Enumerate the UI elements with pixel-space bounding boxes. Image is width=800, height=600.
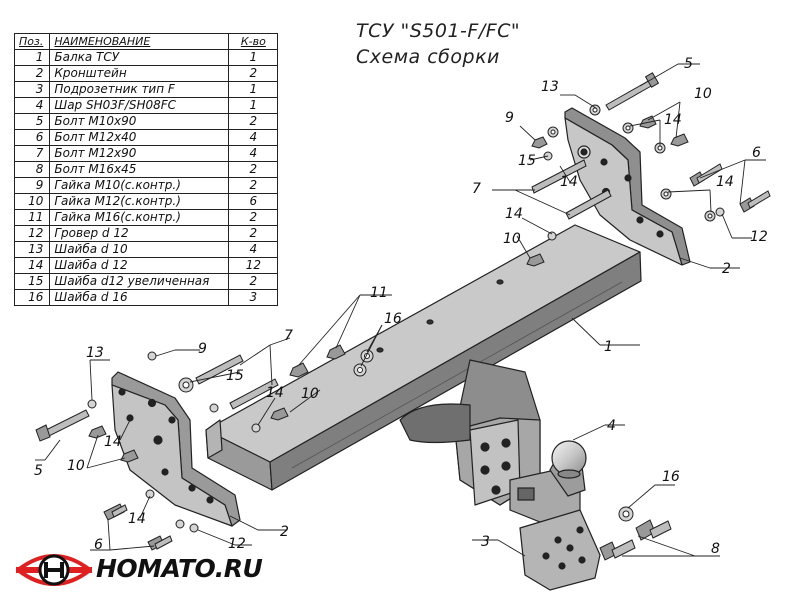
- logo-emblem-icon: [16, 554, 92, 586]
- row-pos: 15: [13, 273, 51, 290]
- callout-14-d: 14: [505, 206, 523, 222]
- callout-4: 4: [607, 418, 616, 434]
- row-qty: 3: [228, 289, 279, 306]
- leader-lines: [35, 63, 766, 557]
- tow-beam: [205, 224, 642, 491]
- callout-14-f: 14: [104, 434, 122, 450]
- homato-logo: HOMATO.RU: [14, 548, 263, 592]
- callout-1: 1: [604, 339, 613, 355]
- left-bracket: [111, 371, 241, 527]
- callout-16-bottom: 16: [662, 469, 680, 485]
- row-name: Шайба d 16: [49, 289, 230, 306]
- tow-ball: [509, 440, 587, 523]
- socket-plate: [519, 509, 601, 591]
- diagram-subtitle: Схема сборки: [356, 46, 500, 68]
- callout-16-mid: 16: [384, 311, 402, 327]
- callout-10-mid: 10: [503, 231, 521, 247]
- callout-14-a: 14: [560, 174, 578, 190]
- row-pos: 16: [13, 289, 51, 306]
- row-name: Подрозетник тип F: [49, 81, 230, 98]
- callout-14-c: 14: [716, 174, 734, 190]
- row-name: Болт М12х90: [49, 145, 230, 162]
- hitch-mount-block: [399, 359, 541, 506]
- callout-12-left: 12: [228, 536, 246, 552]
- callout-2-left: 2: [280, 524, 289, 540]
- bolts: [35, 72, 771, 561]
- callout-9-top: 9: [505, 110, 514, 126]
- row-name: Шайба d 10: [49, 241, 230, 258]
- callout-7-left: 7: [284, 328, 293, 344]
- callout-6-left: 6: [94, 537, 103, 553]
- nuts-and-washers: [87, 104, 725, 533]
- callout-7-top: 7: [472, 181, 481, 197]
- callout-14-e: 14: [266, 385, 284, 401]
- callout-11: 11: [370, 285, 388, 301]
- diagram-title: ТСУ "S501-F/FC": [356, 20, 521, 42]
- callout-5-top: 5: [684, 56, 693, 72]
- callout-10-left: 10: [67, 458, 85, 474]
- callout-10-left-mid: 10: [301, 386, 319, 402]
- callout-3: 3: [481, 534, 490, 550]
- callout-6-right: 6: [752, 145, 761, 161]
- callout-14-b: 14: [664, 112, 682, 128]
- callout-13-top: 13: [541, 79, 559, 95]
- callout-2-right: 2: [722, 261, 731, 277]
- callout-12-right: 12: [750, 229, 768, 245]
- row-pos: 12: [13, 225, 51, 242]
- callout-8: 8: [711, 541, 720, 557]
- right-bracket: [564, 107, 691, 266]
- callout-10-right: 10: [694, 86, 712, 102]
- callout-15-left: 15: [226, 368, 244, 384]
- callout-13-left: 13: [86, 345, 104, 361]
- callout-15-top: 15: [518, 153, 536, 169]
- callout-9-left: 9: [198, 341, 207, 357]
- callout-labels: 1 2 2 3 4 5 5 6 6 7 7 8 9 9 10 10 10 10 …: [34, 56, 768, 557]
- row-name: Гровер d 12: [49, 225, 230, 242]
- logo-text: HOMATO.RU: [96, 554, 263, 583]
- callout-5-left: 5: [34, 463, 43, 479]
- callout-14-g: 14: [128, 511, 146, 527]
- row-name: Болт М16х45: [49, 161, 230, 178]
